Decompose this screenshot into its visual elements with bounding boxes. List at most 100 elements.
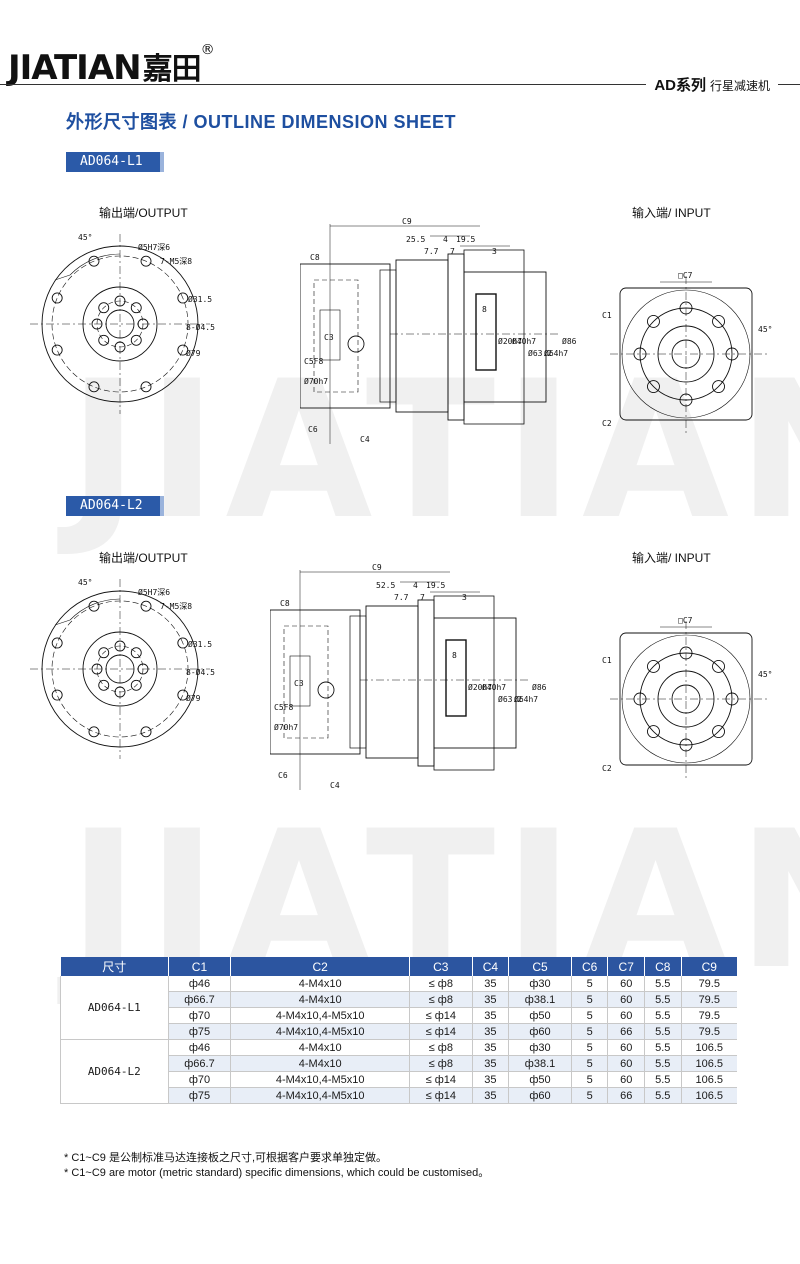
table-cell: 5 xyxy=(570,991,608,1008)
flange-bolt-hole xyxy=(140,600,152,612)
dim-length-b: 4 xyxy=(413,581,418,590)
table-cell: ф75 xyxy=(167,1023,231,1040)
dim-length-e: 7 xyxy=(450,247,455,256)
page-title: 外形尺寸图表 / OUTLINE DIMENSION SHEET xyxy=(66,112,457,132)
table-cell: 5 xyxy=(570,1023,608,1040)
model-tag: AD064-L1 xyxy=(66,152,164,172)
table-cell: ф38.1 xyxy=(508,1055,572,1072)
input-bolt-hole xyxy=(633,347,647,361)
flange-bolt-hole xyxy=(51,637,63,649)
output-tapped-hole xyxy=(130,302,142,314)
table-cell: 35 xyxy=(471,1055,509,1072)
flange-bolt-hole xyxy=(51,292,63,304)
dim-c5: C5F8 xyxy=(304,357,323,366)
side-view-drawing: C9 52.5 4 19.5 7.7 7 3 C8 C6 C4 C3 C5F8 … xyxy=(270,563,547,790)
flange-bolt-hole xyxy=(140,255,152,267)
model-tag: AD064-L2 xyxy=(66,496,164,516)
table-cell: 5.5 xyxy=(644,1039,682,1056)
table-cell: 4-M4x10,4-M5x10 xyxy=(230,1023,410,1040)
registered-mark: ® xyxy=(200,42,215,58)
dim-pcd-31: Ø31.5 xyxy=(188,294,212,304)
table-cell: ≤ ф14 xyxy=(409,1087,473,1104)
dim-step: 8 xyxy=(452,651,457,660)
table-cell: ≤ ф14 xyxy=(409,1023,473,1040)
dim-angle-in: 45° xyxy=(758,670,772,679)
input-bolt-hole xyxy=(679,393,693,407)
brand-name-cn: 嘉田 xyxy=(142,52,202,87)
dim-d64: Ø64h7 xyxy=(514,694,538,704)
table-cell: ф70 xyxy=(167,1007,231,1024)
output-tapped-hole xyxy=(137,318,149,330)
dim-d86: Ø86 xyxy=(562,336,577,346)
brand-name: JIATIAN xyxy=(8,48,142,88)
input-bolt-hole xyxy=(712,380,725,393)
column-header: C5 xyxy=(508,957,572,976)
output-flange-drawing: 45° Ø5H7深6 7-M5深8 Ø31.5 8-Ø4.5 Ø79 xyxy=(30,578,215,759)
dim-c9: C9 xyxy=(372,563,382,572)
input-flange-drawing: □C7 C1 C2 45° xyxy=(602,271,772,434)
table-cell: 5 xyxy=(570,1055,608,1072)
output-label: 输出端/OUTPUT xyxy=(99,206,188,220)
flange-bolt-hole xyxy=(51,689,63,701)
input-bolt-hole xyxy=(679,738,693,752)
table-cell: ≤ ф14 xyxy=(409,1007,473,1024)
column-header: C8 xyxy=(644,957,682,976)
table-cell: 79.5 xyxy=(680,1023,737,1040)
flange-bolt-hole xyxy=(177,344,189,356)
dim-pcd-31: Ø31.5 xyxy=(188,639,212,649)
table-cell: 5.5 xyxy=(644,1023,682,1040)
series-subtitle: 行星减速机 xyxy=(709,79,770,93)
table-cell: 5.5 xyxy=(644,1071,682,1088)
brand-logo: JIATIAN嘉田® xyxy=(8,42,215,88)
table-cell: ф70 xyxy=(167,1071,231,1088)
table-cell: ф50 xyxy=(508,1071,572,1088)
input-bolt-hole xyxy=(712,725,725,738)
dim-c4: C4 xyxy=(360,435,370,444)
table-cell: 5.5 xyxy=(644,1087,682,1104)
table-cell: 5.5 xyxy=(644,1007,682,1024)
dim-d70: Ø70h7 xyxy=(304,376,328,386)
note-en: * C1~C9 are motor (metric standard) spec… xyxy=(64,1167,490,1179)
dim-d40: Ø40h7 xyxy=(482,682,506,692)
table-cell: ≤ ф8 xyxy=(409,976,473,992)
table-cell: 35 xyxy=(471,1071,509,1088)
dim-angle-in: 45° xyxy=(758,325,772,334)
table-cell: 35 xyxy=(471,976,509,992)
table-cell: ф50 xyxy=(508,1007,572,1024)
dim-d40: Ø40h7 xyxy=(512,336,536,346)
dim-length-f: 3 xyxy=(462,593,467,602)
output-tapped-hole xyxy=(91,318,103,330)
dim-length-e: 7 xyxy=(420,593,425,602)
dim-c5: C5F8 xyxy=(274,703,293,712)
dim-length-c: 19.5 xyxy=(456,235,475,244)
dim-c4: C4 xyxy=(330,781,340,790)
table-cell: 60 xyxy=(607,1007,645,1024)
dim-length-d: 7.7 xyxy=(424,247,439,256)
table-cell: 60 xyxy=(607,1055,645,1072)
output-tapped-hole xyxy=(130,679,142,691)
table-cell: 60 xyxy=(607,1039,645,1056)
dim-c9: C9 xyxy=(402,217,412,226)
output-tapped-hole xyxy=(130,334,142,346)
flange-bolt-hole xyxy=(140,381,152,393)
series-label: AD系列行星减速机 xyxy=(646,74,778,95)
input-bolt-hole xyxy=(725,347,739,361)
dim-d632: Ø63.2 xyxy=(528,348,552,358)
input-bolt-hole xyxy=(633,692,647,706)
model-cell: AD064-L1 xyxy=(60,976,169,1040)
dim-pcd-79: Ø79 xyxy=(186,693,201,703)
dim-d20: Ø20h7 xyxy=(498,336,522,346)
table-cell: 35 xyxy=(471,991,509,1008)
dim-length-f: 3 xyxy=(492,247,497,256)
output-tapped-hole xyxy=(114,686,126,698)
dim-c2: C2 xyxy=(602,764,612,773)
table-cell: 66 xyxy=(607,1087,645,1104)
table-cell: ≤ ф8 xyxy=(409,1039,473,1056)
column-header: C3 xyxy=(409,957,473,976)
table-cell: 5 xyxy=(570,1071,608,1088)
table-cell: 79.5 xyxy=(680,976,737,992)
note-cn: * C1~C9 是公制标准马达连接板之尺寸,可根据客户要求单独定做。 xyxy=(64,1152,387,1164)
